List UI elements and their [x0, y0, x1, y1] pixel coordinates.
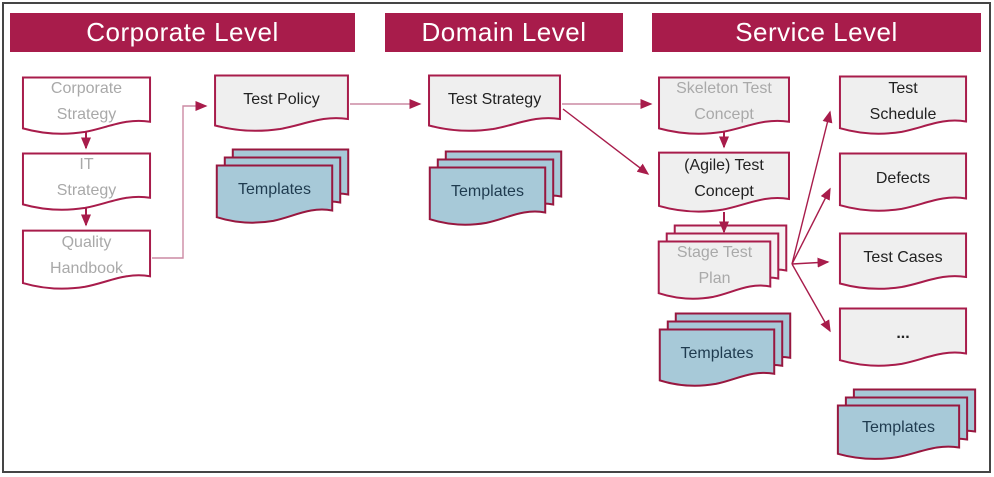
stack-service-templates-right: Templates	[836, 388, 977, 462]
doc-test-policy-label: Test Policy	[243, 90, 320, 108]
arrow-teststrategy-to-agile	[562, 108, 650, 175]
doc-agile-test-concept-label: (Agile) Test Concept	[684, 156, 764, 200]
arrow-stageplan-to-defects	[791, 187, 831, 265]
doc-test-strategy-label: Test Strategy	[447, 90, 542, 108]
doc-defects-label: Defects	[875, 169, 931, 187]
stack-domain-templates-label: Templates	[451, 183, 524, 200]
doc-agile-test-concept: (Agile) Test Concept	[657, 151, 791, 215]
stack-corporate-templates: Templates	[215, 148, 350, 226]
header-corporate-level: Corporate Level	[10, 13, 355, 52]
header-corporate-label: Corporate Level	[86, 17, 279, 47]
doc-more-label: ...	[896, 324, 910, 342]
stack-domain-templates: Templates	[428, 150, 563, 228]
doc-test-cases: Test Cases	[838, 232, 968, 292]
arrow-stageplan-to-testschedule	[791, 110, 833, 265]
arrow-stageplan-to-more	[791, 263, 831, 333]
stack-corporate-templates-label: Templates	[238, 181, 311, 198]
doc-corporate-strategy: Corporate Strategy	[21, 76, 152, 137]
doc-quality-handbook: Quality Handbook	[21, 229, 152, 292]
stack-stage-test-plan: Stage Test Plan	[657, 224, 788, 302]
stack-stage-test-plan-label: Stage Test Plan	[676, 244, 753, 287]
header-service-label: Service Level	[735, 17, 898, 47]
header-domain-level: Domain Level	[385, 13, 623, 52]
arrow-stageplan-to-testcases	[791, 257, 830, 268]
stack-service-templates-right-label: Templates	[862, 419, 935, 436]
stack-service-templates: Templates	[658, 312, 792, 389]
doc-test-policy: Test Policy	[213, 74, 350, 134]
doc-test-schedule: Test Schedule	[838, 75, 968, 137]
doc-corporate-strategy-label: Corporate Strategy	[50, 80, 123, 123]
header-service-level: Service Level	[652, 13, 981, 52]
doc-it-strategy-label: IT Strategy	[56, 156, 117, 199]
doc-skeleton-test-concept: Skeleton Test Concept	[657, 76, 791, 137]
doc-more: ...	[838, 307, 968, 369]
stack-service-templates-label: Templates	[680, 344, 754, 362]
doc-defects: Defects	[838, 152, 968, 214]
doc-test-cases-label: Test Cases	[863, 248, 943, 266]
doc-test-schedule-label: Test Schedule	[869, 79, 937, 123]
arrow-quality-to-testpolicy	[152, 101, 208, 259]
header-domain-label: Domain Level	[421, 17, 587, 47]
doc-test-strategy: Test Strategy	[427, 74, 562, 134]
doc-skeleton-test-concept-label: Skeleton Test Concept	[676, 80, 772, 123]
doc-quality-handbook-label: Quality Handbook	[50, 234, 123, 277]
doc-it-strategy: IT Strategy	[21, 152, 152, 213]
